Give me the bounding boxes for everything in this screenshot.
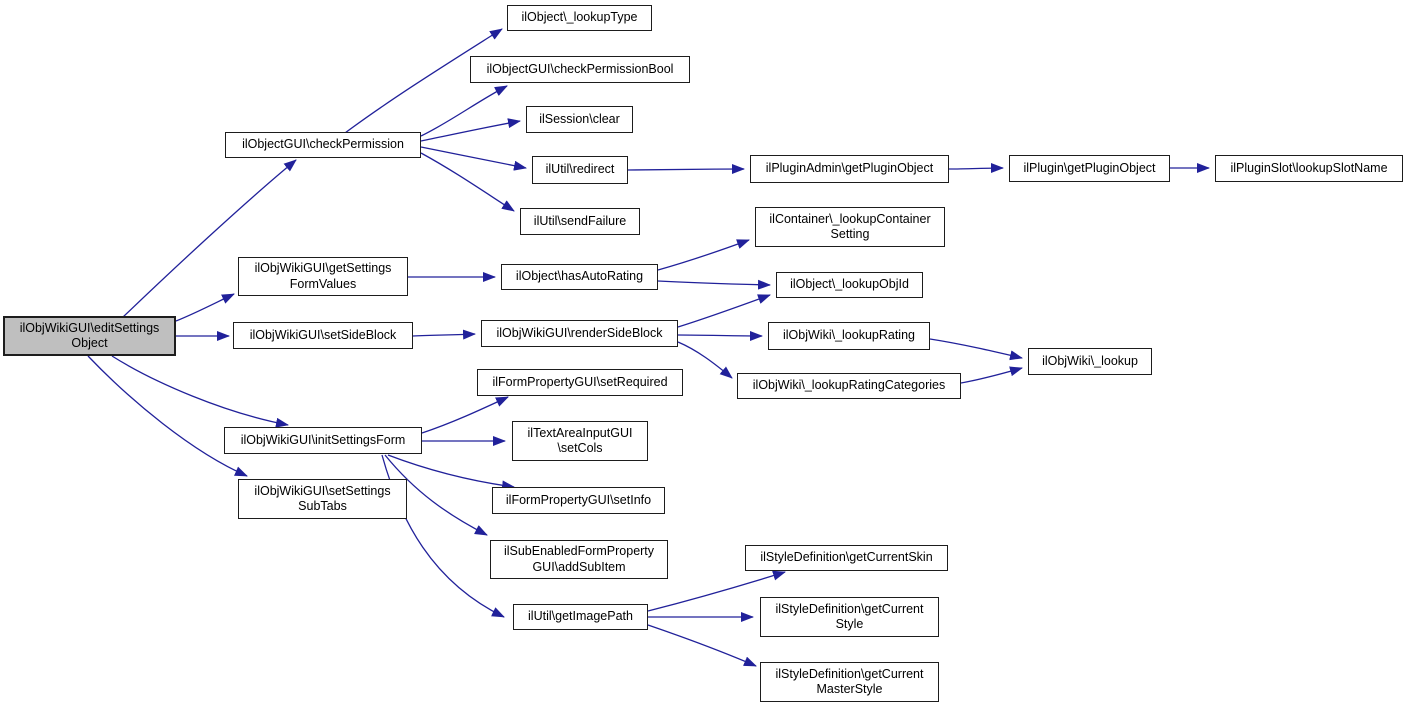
edge-getImagePath-getCurrentSkin [647,570,786,612]
node-getCurrentSkin[interactable]: ilStyleDefinition\getCurrentSkin [745,545,948,571]
edge-wikiLookupRatingCategories-wikiLookup [960,366,1023,384]
edge-editSettingsObject-setSettingsSubTabs [87,355,248,477]
edge-redirect-pluginAdminGetPluginObject [627,164,745,175]
node-objectLookupObjId[interactable]: ilObject\_lookupObjId [776,272,923,298]
edge-checkPermission-lookupType [344,28,503,134]
edge-setSideBlock-renderSideBlock [412,329,476,340]
edge-initSettingsForm-setRequired [421,396,509,434]
node-redirect[interactable]: ilUtil\redirect [532,156,628,184]
node-initSettingsForm[interactable]: ilObjWikiGUI\initSettingsForm [224,427,422,454]
node-renderSideBlock[interactable]: ilObjWikiGUI\renderSideBlock [481,320,678,347]
node-setSideBlock[interactable]: ilObjWikiGUI\setSideBlock [233,322,413,349]
node-getSettingsFormValues[interactable]: ilObjWikiGUI\getSettings FormValues [238,257,408,296]
node-wikiLookupRatingCategories[interactable]: ilObjWiki\_lookupRatingCategories [737,373,961,399]
edge-checkPermission-checkPermissionBool [420,85,508,137]
node-wikiLookup[interactable]: ilObjWiki\_lookup [1028,348,1152,375]
node-pluginGetPluginObject[interactable]: ilPlugin\getPluginObject [1009,155,1170,182]
node-pluginAdminGetPluginObject[interactable]: ilPluginAdmin\getPluginObject [750,155,949,183]
node-hasAutoRating[interactable]: ilObject\hasAutoRating [501,264,658,290]
node-checkPermission[interactable]: ilObjectGUI\checkPermission [225,132,421,158]
edge-editSettingsObject-checkPermission [121,159,297,319]
edge-renderSideBlock-objectLookupObjId [677,294,771,328]
edge-getImagePath-getCurrentMasterStyle [647,624,757,667]
edge-checkPermission-sessionClear [420,118,521,142]
node-editSettingsObject: ilObjWikiGUI\editSettings Object [3,316,176,356]
node-lookupType[interactable]: ilObject\_lookupType [507,5,652,31]
edge-renderSideBlock-wikiLookupRating [677,330,763,341]
node-setInfo[interactable]: ilFormPropertyGUI\setInfo [492,487,665,514]
edge-checkPermission-redirect [420,146,527,171]
node-containerLookupContainerSetting[interactable]: ilContainer\_lookupContainer Setting [755,207,945,247]
node-checkPermissionBool[interactable]: ilObjectGUI\checkPermissionBool [470,56,690,83]
edge-hasAutoRating-objectLookupObjId [657,279,771,290]
node-pluginSlotLookupSlotName[interactable]: ilPluginSlot\lookupSlotName [1215,155,1403,182]
node-getImagePath[interactable]: ilUtil\getImagePath [513,604,648,630]
edge-initSettingsForm-addSubItem [384,454,488,536]
edge-hasAutoRating-containerLookupContainerSetting [657,239,750,271]
edge-wikiLookupRating-wikiLookup [929,338,1023,361]
edge-editSettingsObject-getSettingsFormValues [175,293,235,322]
node-getCurrentStyle[interactable]: ilStyleDefinition\getCurrent Style [760,597,939,637]
edge-initSettingsForm-getImagePath [381,454,505,618]
node-addSubItem[interactable]: ilSubEnabledFormProperty GUI\addSubItem [490,540,668,579]
edge-checkPermission-sendFailure [420,152,515,212]
node-sendFailure[interactable]: ilUtil\sendFailure [520,208,640,235]
node-getCurrentMasterStyle[interactable]: ilStyleDefinition\getCurrent MasterStyle [760,662,939,702]
edge-pluginAdminGetPluginObject-pluginGetPluginObject [948,163,1004,174]
node-setSettingsSubTabs[interactable]: ilObjWikiGUI\setSettings SubTabs [238,479,407,519]
edge-editSettingsObject-initSettingsForm [111,355,289,428]
edge-initSettingsForm-setInfo [387,454,515,491]
node-wikiLookupRating[interactable]: ilObjWiki\_lookupRating [768,322,930,350]
edge-renderSideBlock-wikiLookupRatingCategories [677,341,733,379]
node-sessionClear[interactable]: ilSession\clear [526,106,633,133]
node-textAreaSetCols[interactable]: ilTextAreaInputGUI \setCols [512,421,648,461]
node-setRequired[interactable]: ilFormPropertyGUI\setRequired [477,369,683,396]
